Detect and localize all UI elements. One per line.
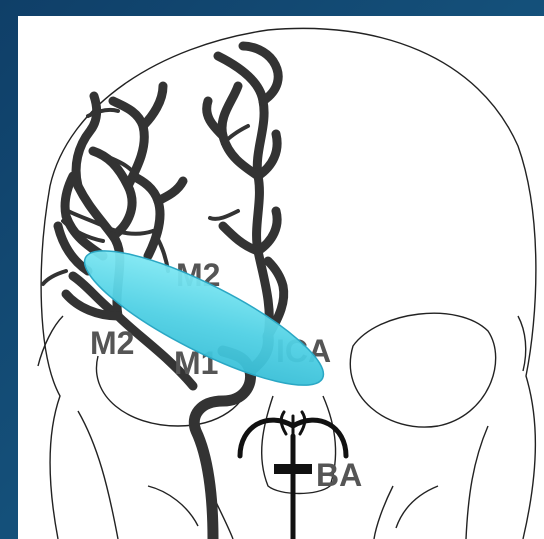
cerebral-arteries-diagram: M2 M2 M1 ICA BA <box>18 16 544 539</box>
diagram-panel: M2 M2 M1 ICA BA <box>18 16 544 539</box>
label-m2-left: M2 <box>90 325 134 361</box>
right-fine-branches <box>210 126 248 219</box>
label-ba: BA <box>316 457 362 493</box>
